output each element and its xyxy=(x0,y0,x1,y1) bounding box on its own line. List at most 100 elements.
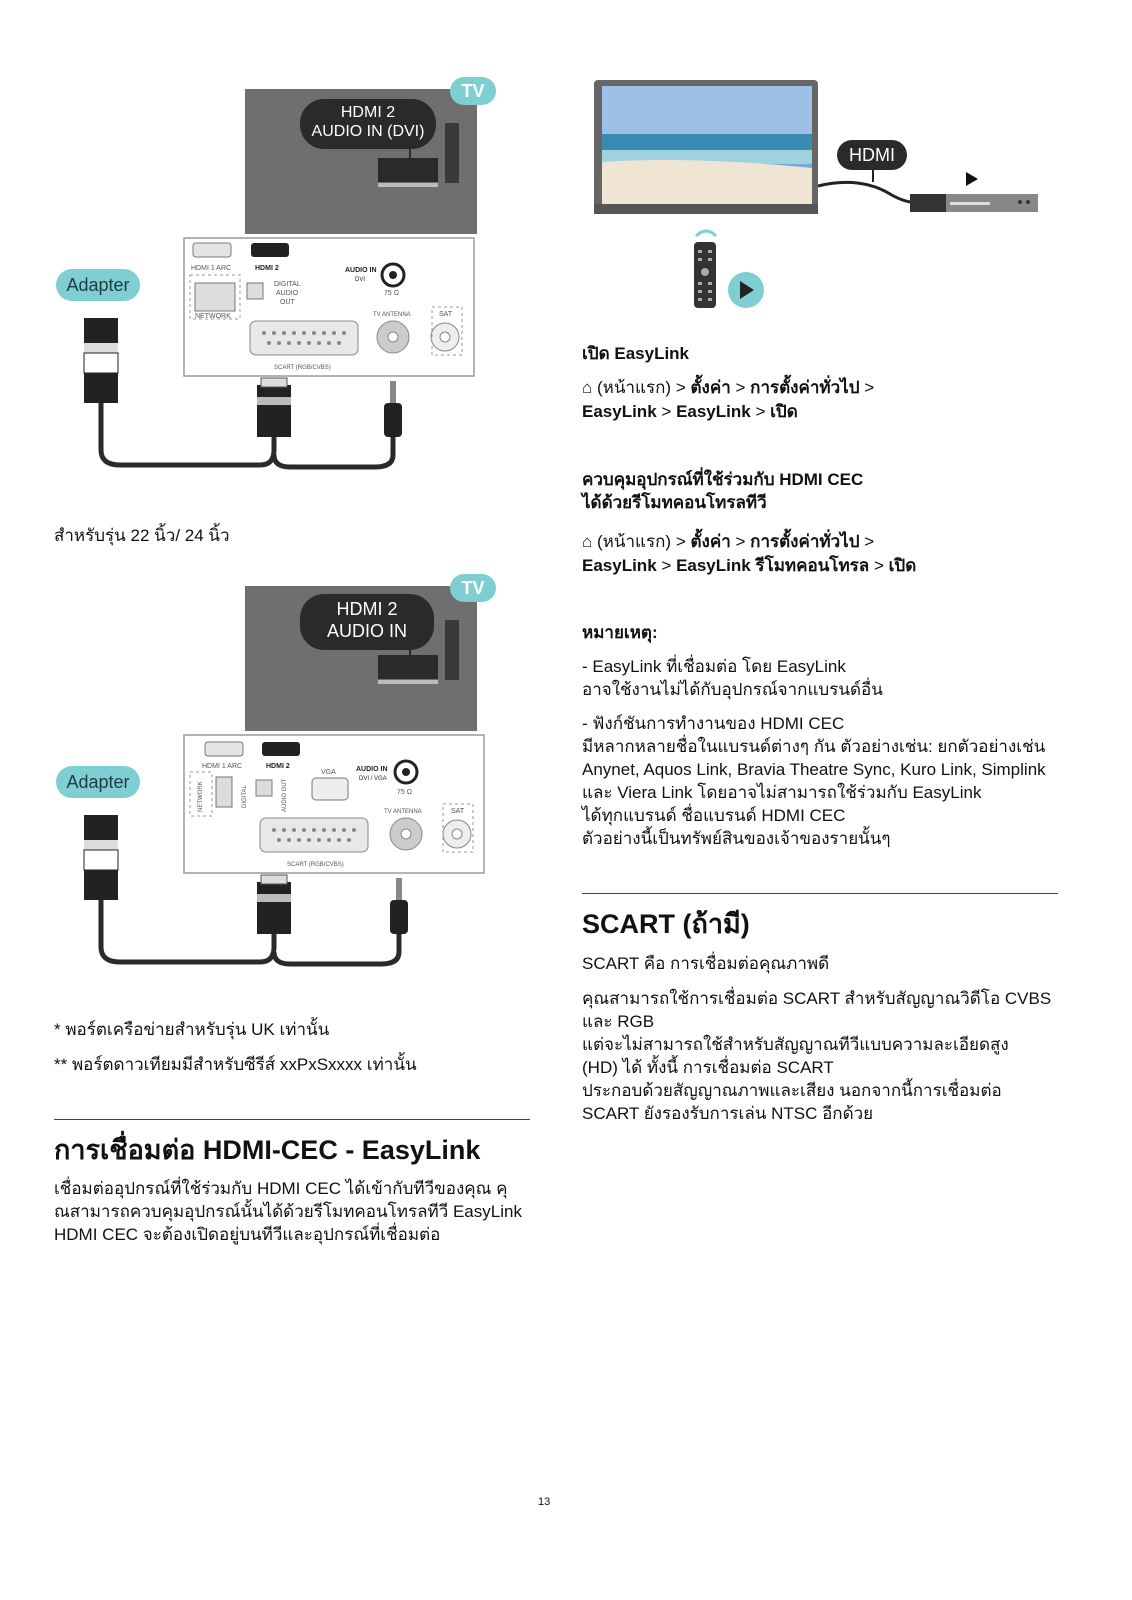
label-audio-out: AUDIO OUT xyxy=(282,778,288,812)
section-divider-easylink xyxy=(54,1119,530,1120)
label-vga: VGA xyxy=(321,769,336,776)
note-line: มีหลากหลายชื่อในแบรนด์ต่างๆ กัน ตัวอย่าง… xyxy=(582,737,1046,756)
path-separator: > xyxy=(661,556,672,575)
hdmi2-audio-in-dvi-label: HDMI 2 AUDIO IN (DVI) xyxy=(300,99,436,149)
diagram-audio-in-illustration: HDMI 1 ARC HDMI 2 VGA AUDIO IN DVI / VGA… xyxy=(83,586,485,967)
diagram-easylink-hdmi: HDMI xyxy=(590,76,1050,316)
path-on: เปิด xyxy=(770,402,798,421)
note-line: ได้ทุกแบรนด์ ชื่อแบรนด์ HDMI CEC xyxy=(582,806,846,825)
label-network: NETWORK xyxy=(195,313,231,320)
scart-line: และ RGB xyxy=(582,1012,655,1031)
label-tv-antenna: TV ANTENNA xyxy=(373,312,411,318)
path-separator: > xyxy=(675,378,686,397)
label-hdmi2: HDMI 2 xyxy=(255,265,279,272)
label-sat: SAT xyxy=(439,311,453,318)
path-separator: > xyxy=(755,402,766,421)
label-sat: SAT xyxy=(451,808,465,815)
path-settings: ตั้งค่า xyxy=(690,378,731,397)
scart-paragraph-1: SCART คือ การเชื่อมต่อคุณภาพดี xyxy=(582,954,830,973)
label-audio-in: AUDIO IN xyxy=(345,267,377,274)
note-line: - EasyLink ที่เชื่อมต่อ โดย EasyLink xyxy=(582,657,846,676)
footnote-uk-network: * พอร์ตเครือข่ายสำหรับรุ่น UK เท่านั้น xyxy=(54,1020,330,1039)
label-dvi: DVI xyxy=(355,277,365,283)
menu-path-turn-on: ⌂ (หน้าแรก) > ตั้งค่า > การตั้งค่าทั่วไป… xyxy=(582,376,874,399)
path-separator: > xyxy=(735,532,746,551)
path-easylink: EasyLink xyxy=(582,556,657,575)
label-digital: DIGITAL xyxy=(242,784,248,808)
note-line: อาจใช้งานไม่ได้กับอุปกรณ์จากแบรนด์อื่น xyxy=(582,680,883,699)
label-out: OUT xyxy=(280,299,296,306)
diagram-dvi-connection: HDMI 1 ARC HDMI 2 AUDIO IN DVI DIGITAL A… xyxy=(50,75,510,495)
note-line: - ฟังก์ชันการทำงานของ HDMI CEC xyxy=(582,714,845,733)
path-settings: ตั้งค่า xyxy=(690,532,731,551)
easylink-intro-line: เชื่อมต่ออุปกรณ์ที่ใช้ร่วมกับ HDMI CEC ไ… xyxy=(54,1179,508,1198)
port-label-line1: HDMI 2 xyxy=(340,104,396,121)
path-separator: > xyxy=(661,402,672,421)
tv-badge: TV xyxy=(450,574,496,602)
hdmi2-audio-in-label: HDMI 2 AUDIO IN xyxy=(300,594,434,650)
port-label-line1: HDMI 2 xyxy=(336,599,398,619)
tv-badge: TV xyxy=(450,77,496,105)
path-separator: > xyxy=(864,532,875,551)
menu-path-turn-on-line2: EasyLink > EasyLink > เปิด xyxy=(582,400,798,423)
heading-note: หมายเหตุ: xyxy=(582,623,658,642)
path-general-settings: การตั้งค่าทั่วไป xyxy=(750,532,860,551)
label-scart: SCART (RGB/CVBS) xyxy=(287,862,344,868)
path-easylink: EasyLink xyxy=(582,402,657,421)
path-easylink-remote: EasyLink รีโมทคอนโทรล xyxy=(676,556,870,575)
heading-line: ควบคุมอุปกรณ์ที่ใช้ร่วมกับ HDMI CEC xyxy=(582,470,864,489)
note-line: Anynet, Aquos Link, Bravia Theatre Sync,… xyxy=(582,760,1046,779)
adapter-label: Adapter xyxy=(56,766,140,798)
path-separator: > xyxy=(873,556,884,575)
label-audio: AUDIO xyxy=(276,290,299,297)
label-ohm: 75 Ω xyxy=(384,290,399,297)
label-digital: DIGITAL xyxy=(274,281,301,288)
label-ohm: 75 Ω xyxy=(397,789,412,796)
path-general-settings: การตั้งค่าทั่วไป xyxy=(750,378,860,397)
note-line: ตัวอย่างนี้เป็นทรัพย์สินของเจ้าของรายนั้… xyxy=(582,829,891,848)
diagram-audio-in-connection: HDMI 1 ARC HDMI 2 VGA AUDIO IN DVI / VGA… xyxy=(50,572,510,992)
label-hdmi1-arc: HDMI 1 ARC xyxy=(191,265,231,272)
scart-line: แต่จะไม่สามารถใช้สำหรับสัญญาณทีวีแบบความ… xyxy=(582,1035,1009,1054)
path-home: (หน้าแรก) xyxy=(597,378,672,397)
label-hdmi1-arc: HDMI 1 ARC xyxy=(202,763,242,770)
label-audio-in: AUDIO IN xyxy=(356,766,388,773)
easylink-intro-line: HDMI CEC จะต้องเปิดอยู่บนทีวีและอุปกรณ์ท… xyxy=(54,1225,441,1244)
heading-hdmi-cec-easylink: การเชื่อมต่อ HDMI-CEC - EasyLink xyxy=(54,1135,481,1165)
note-item-1: - EasyLink ที่เชื่อมต่อ โดย EasyLink อาจ… xyxy=(582,655,883,701)
footnote-satellite: ** พอร์ตดาวเทียมมีสำหรับซีรีส์ xxPxSxxxx… xyxy=(54,1055,417,1074)
label-scart: SCART (RGB/CVBS) xyxy=(274,365,331,371)
menu-path-control-line2: EasyLink > EasyLink รีโมทคอนโทรล > เปิด xyxy=(582,554,916,577)
path-on: เปิด xyxy=(888,556,917,575)
menu-path-control: ⌂ (หน้าแรก) > ตั้งค่า > การตั้งค่าทั่วไป… xyxy=(582,530,874,553)
hdmi-label: HDMI xyxy=(837,140,907,170)
home-icon: ⌂ xyxy=(582,378,593,397)
path-separator: > xyxy=(735,378,746,397)
section-divider-scart xyxy=(582,893,1058,894)
label-network: NETWORK xyxy=(198,781,204,812)
note-line: และ Viera Link โดยอาจไม่สามารถใช้ร่วมกับ… xyxy=(582,783,982,802)
scart-line: SCART ยังรองรับการเล่น NTSC อีกด้วย xyxy=(582,1104,874,1123)
adapter-label: Adapter xyxy=(56,269,140,301)
heading-control-devices: ควบคุมอุปกรณ์ที่ใช้ร่วมกับ HDMI CEC ได้ด… xyxy=(582,468,863,514)
caption-22-24-inch: สำหรับรุ่น 22 นิ้ว/ 24 นิ้ว xyxy=(54,526,230,545)
diagram-easylink-illustration xyxy=(594,80,1038,308)
home-icon: ⌂ xyxy=(582,532,593,551)
easylink-intro-line: ณสามารถควบคุมอุปกรณ์นั้นได้ด้วยรีโมทคอนโ… xyxy=(54,1202,522,1221)
label-tv-antenna: TV ANTENNA xyxy=(384,809,422,815)
page-number: 13 xyxy=(538,1496,551,1508)
scart-paragraph-2: คุณสามารถใช้การเชื่อมต่อ SCART สำหรับสัญ… xyxy=(582,987,1051,1125)
easylink-intro-paragraph: เชื่อมต่ออุปกรณ์ที่ใช้ร่วมกับ HDMI CEC ไ… xyxy=(54,1177,534,1246)
scart-line: คุณสามารถใช้การเชื่อมต่อ SCART สำหรับสัญ… xyxy=(582,989,1052,1008)
path-separator: > xyxy=(675,532,686,551)
port-label-line2: AUDIO IN xyxy=(326,621,407,641)
scart-line: (HD) ได้ ทั้งนี้ การเชื่อมต่อ SCART xyxy=(582,1058,834,1077)
path-easylink-sub: EasyLink xyxy=(676,402,751,421)
scart-line: ประกอบด้วยสัญญาณภาพและเสียง นอกจากนี้การ… xyxy=(582,1081,1002,1100)
label-hdmi2: HDMI 2 xyxy=(266,763,290,770)
port-label-line2: AUDIO IN (DVI) xyxy=(311,123,425,140)
path-separator: > xyxy=(864,378,875,397)
path-home: (หน้าแรก) xyxy=(597,532,672,551)
note-item-2: - ฟังก์ชันการทำงานของ HDMI CEC มีหลากหลา… xyxy=(582,712,1046,850)
heading-scart: SCART (ถ้ามี) xyxy=(582,909,750,939)
